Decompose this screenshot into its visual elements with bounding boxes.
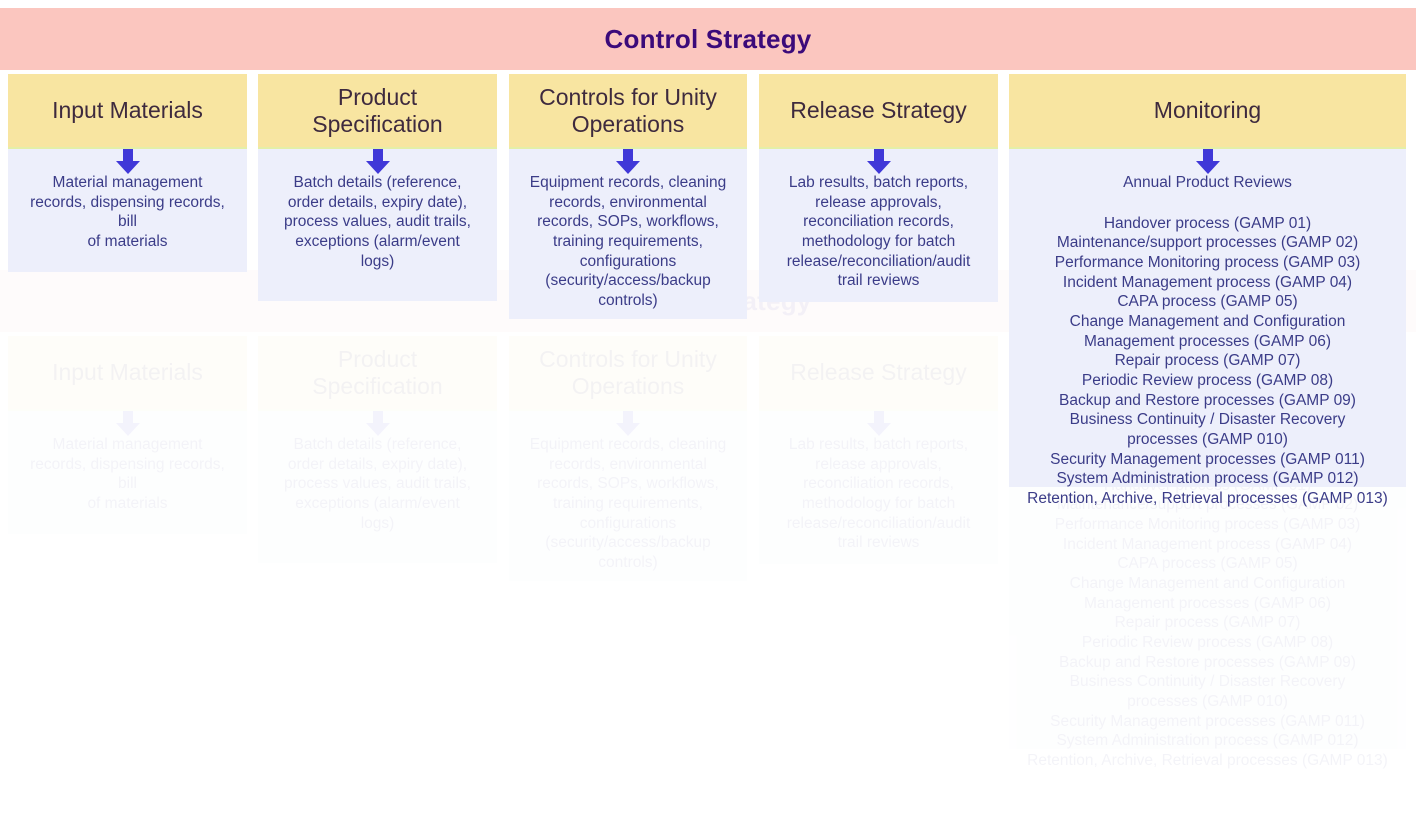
gamp-process-item: Handover process (GAMP 01) [1103,214,1312,232]
column-body-controls-for-unity-operations: Equipment records, cleaning records, env… [509,149,747,319]
ghost-gamp-process-item: Business Continuity / Disaster Recovery … [1069,673,1346,711]
column-body-text: Equipment records, cleaning records, env… [529,174,727,310]
gamp-process-item: Security Management processes (GAMP 011) [1050,450,1365,468]
column-header-controls-for-unity-operations: Controls for Unity Operations [509,74,747,150]
column-header-release-strategy: Release Strategy [759,74,998,150]
page-title: Control Strategy [604,23,812,54]
column-body-product-specification: Batch details (reference, order details,… [258,149,497,301]
gamp-process-item: Repair process (GAMP 07) [1114,352,1301,370]
ghost-gamp-process-item: Change Management and Configuration Mana… [1069,575,1346,612]
gamp-process-item: System Administration process (GAMP 012) [1056,470,1359,488]
down-arrow-icon [258,149,497,174]
gamp-process-item: Periodic Review process (GAMP 08) [1081,372,1334,390]
column-body-monitoring: Annual Product Reviews Handover process … [1009,149,1406,507]
gamp-process-item: Incident Management process (GAMP 04) [1062,273,1353,291]
down-arrow-icon [509,149,747,174]
column-header-monitoring: Monitoring [1009,74,1406,150]
control-strategy-diagram: Control Strategy Input Materials Materia… [0,8,1416,507]
column-body-release-strategy: Lab results, batch reports, release appr… [759,149,998,302]
ghost-gamp-process-item: CAPA process (GAMP 05) [1117,555,1298,573]
down-arrow-icon [1009,149,1406,174]
ghost-gamp-process-item: Incident Management process (GAMP 04) [1062,535,1353,553]
ghost-gamp-process-item: Repair process (GAMP 07) [1114,614,1301,632]
ghost-gamp-process-item: System Administration process (GAMP 012) [1056,732,1359,750]
down-arrow-icon [8,149,247,174]
gamp-process-list: Handover process (GAMP 01) Maintenance/su… [1019,214,1396,509]
column-body-input-materials: Material management records, dispensing … [8,149,247,272]
column-header-product-specification: Product Specification [258,74,497,150]
column-release-strategy: Release Strategy Lab results, batch repo… [759,74,998,302]
gamp-process-item: CAPA process (GAMP 05) [1117,293,1298,311]
ghost-gamp-process-item: Security Management processes (GAMP 011) [1050,712,1365,730]
column-body-text: Lab results, batch reports, release appr… [786,174,971,290]
column-body-text: Material management records, dispensing … [30,174,225,251]
column-controls-for-unity-operations: Controls for Unity Operations Equipment … [509,74,747,319]
gamp-process-item: Retention, Archive, Retrieval processes … [1027,490,1388,508]
strategy-columns: Input Materials Material management reco… [0,74,1416,507]
ghost-gamp-process-item: Performance Monitoring process (GAMP 03) [1054,516,1361,534]
down-arrow-icon [759,149,998,174]
title-banner: Control Strategy [0,8,1416,70]
gamp-process-item: Performance Monitoring process (GAMP 03) [1054,254,1361,272]
column-product-specification: Product Specification Batch details (ref… [258,74,497,301]
ghost-gamp-process-list: Handover process (GAMP 01)Maintenance/su… [1019,476,1396,771]
ghost-gamp-process-item: Retention, Archive, Retrieval processes … [1027,752,1388,770]
ghost-gamp-process-item: Backup and Restore processes (GAMP 09) [1059,653,1356,671]
column-input-materials: Input Materials Material management reco… [8,74,247,272]
gamp-process-item: Business Continuity / Disaster Recovery … [1069,411,1346,449]
ghost-gamp-process-item: Periodic Review process (GAMP 08) [1081,634,1334,652]
gamp-process-item: Change Management and Configuration Mana… [1069,313,1346,350]
column-header-input-materials: Input Materials [8,74,247,150]
column-body-text: Annual Product Reviews [1123,174,1292,191]
gamp-process-item: Backup and Restore processes (GAMP 09) [1059,391,1356,409]
column-body-text: Batch details (reference, order details,… [284,174,471,270]
gamp-process-item: Maintenance/support processes (GAMP 02) [1056,234,1359,252]
column-monitoring: Monitoring Annual Product Reviews Handov… [1009,74,1406,507]
